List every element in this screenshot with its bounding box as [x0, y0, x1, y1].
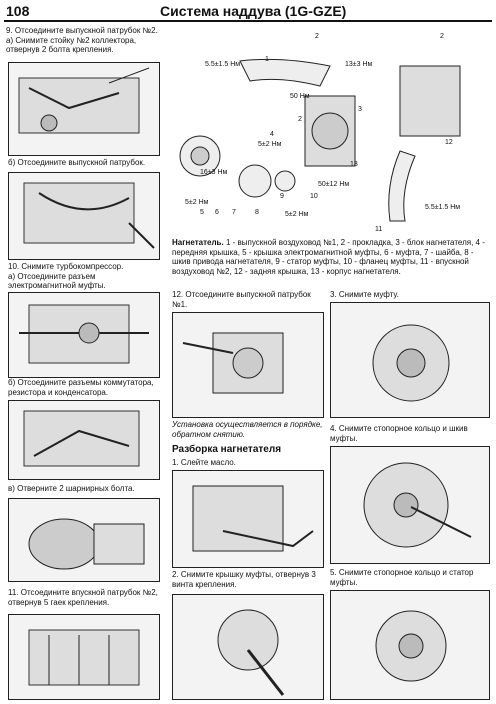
- part-number-3: 3: [358, 106, 362, 113]
- step1-text: 1. Слейте масло.: [172, 458, 236, 467]
- torque-label-9: 5.5±1.5 Нм: [425, 204, 460, 211]
- part-number-10: 10: [310, 193, 318, 200]
- diagram-caption-text: 1 - выпускной воздуховод №1, 2 - проклад…: [172, 238, 485, 276]
- diagram-caption-title: Нагнетатель.: [172, 238, 224, 247]
- figure-step9a: [8, 62, 160, 156]
- torque-label-7: 50±12 Нм: [318, 181, 349, 188]
- step10c-text: в) Отверните 2 шарнирных болта.: [8, 484, 135, 493]
- part-number-2c: 2: [298, 116, 302, 123]
- part-number-9: 9: [280, 193, 284, 200]
- step2-text: 2. Снимите крышку муфты, отвернув 3 винт…: [172, 570, 316, 589]
- diagram-caption: Нагнетатель. 1 - выпускной воздуховод №1…: [172, 238, 490, 276]
- torque-label-4: 5±2 Нм: [258, 141, 282, 148]
- step10a-text: а) Отсоедините разъем электромагнитной м…: [8, 271, 106, 291]
- step11-text: 11. Отсоедините впускной патрубок №2, от…: [8, 588, 158, 607]
- figure-step4-drawing: [363, 462, 472, 548]
- part-number-2b: 2: [440, 33, 444, 40]
- step5-text: 5. Снимите стопорное кольцо и статор муф…: [330, 568, 474, 587]
- figure-step5-drawing: [375, 610, 447, 682]
- exploded-diagram-drawing: 5.5±1.5 Нм 13±3 Нм 50 Нм 5±2 Нм 16±3 Нм …: [179, 33, 461, 233]
- figure-step10b: [8, 400, 160, 480]
- part-number-13: 13: [350, 161, 358, 168]
- figure-step9b-drawing: [23, 182, 155, 249]
- figure-step3: [330, 302, 490, 418]
- part-number-1: 1: [265, 56, 269, 63]
- step9b-text: б) Отсоедините выпускной патрубок.: [8, 158, 146, 167]
- install-note: Установка осуществляется в порядке, обра…: [172, 420, 323, 439]
- header-divider: [4, 20, 492, 22]
- figure-step10a-drawing: [19, 304, 149, 364]
- step4-text: 4. Снимите стопорное кольцо и шкив муфты…: [330, 424, 468, 443]
- figure-step10c-drawing: [28, 518, 145, 570]
- figure-step1: [172, 470, 324, 568]
- part-number-11: 11: [375, 226, 382, 233]
- figure-step5: [330, 590, 490, 700]
- torque-label-5: 16±3 Нм: [200, 169, 228, 176]
- part-number-4: 4: [270, 131, 274, 138]
- figure-step3-drawing: [372, 324, 450, 402]
- part-number-12: 12: [445, 139, 453, 146]
- figure-step10a: [8, 292, 160, 378]
- page-number: 108: [6, 3, 30, 19]
- part-number-7: 7: [232, 209, 236, 216]
- step12-text: 12. Отсоедините выпускной патрубок №1.: [172, 290, 311, 309]
- figure-step10b-drawing: [23, 410, 140, 467]
- figure-step4: [330, 446, 490, 564]
- part-number-6: 6: [215, 209, 219, 216]
- figure-step12-drawing: [182, 332, 284, 394]
- page-header: 108 Система наддува (1G-GZE): [0, 0, 496, 22]
- figure-step10c: [8, 498, 160, 582]
- figure-step2: [172, 594, 324, 700]
- figure-step12: [172, 312, 324, 418]
- torque-label-8: 5±2 Нм: [285, 211, 309, 218]
- torque-label-2: 13±3 Нм: [345, 61, 373, 68]
- step10b-text: б) Отсоедините разъемы коммутатора, рези…: [8, 378, 154, 397]
- figure-step11: [8, 614, 160, 700]
- figure-step2-drawing: [217, 609, 285, 696]
- left-column: 9. Отсоедините выпускной патрубок №2. а)…: [6, 26, 164, 55]
- torque-label-6: 5±2 Нм: [185, 199, 209, 206]
- part-number-5: 5: [200, 209, 204, 216]
- step9-title: 9. Отсоедините выпускной патрубок №2.: [6, 26, 158, 35]
- torque-label-1: 5.5±1.5 Нм: [205, 61, 240, 68]
- figure-step9a-drawing: [18, 67, 150, 134]
- figure-step1-drawing: [192, 485, 314, 552]
- torque-label-3: 50 Нм: [290, 93, 310, 100]
- section-title: Разборка нагнетателя: [172, 444, 282, 455]
- page-title: Система наддува (1G-GZE): [160, 3, 347, 19]
- part-number-8: 8: [255, 209, 259, 216]
- step9a-text: а) Снимите стойку №2 коллектора, отверну…: [6, 35, 137, 55]
- exploded-diagram: 5.5±1.5 Нм 13±3 Нм 50 Нм 5±2 Нм 16±3 Нм …: [170, 26, 492, 236]
- step10-title: 10. Снимите турбокомпрессор.: [8, 262, 124, 271]
- figure-step9b: [8, 172, 160, 260]
- step10-block: 10. Снимите турбокомпрессор. а) Отсоедин…: [8, 262, 162, 291]
- part-number-2a: 2: [315, 33, 319, 40]
- step3-text: 3. Снимите муфту.: [330, 290, 399, 299]
- figure-step11-drawing: [28, 629, 140, 686]
